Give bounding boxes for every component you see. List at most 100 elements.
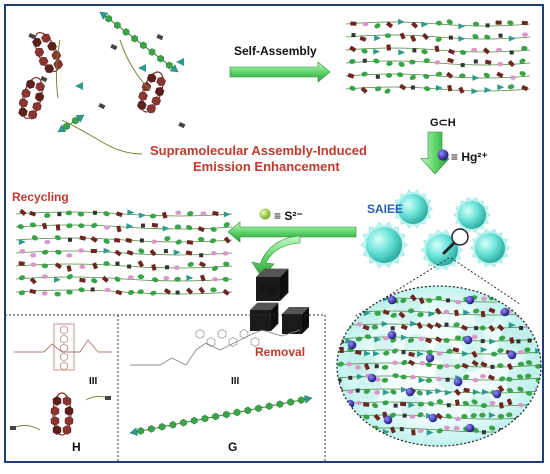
guest-unit: [91, 222, 98, 229]
guest-unit: [29, 222, 37, 228]
guest-unit: [390, 312, 397, 318]
host-benzene-ring: [51, 51, 62, 60]
guest-unit: [54, 235, 61, 241]
guest-benzene-ring: [206, 337, 216, 347]
assembly-chain: [15, 289, 233, 295]
host-unit: [488, 307, 496, 314]
host-unit: [101, 275, 109, 283]
cap-unit: [382, 389, 390, 396]
cap-unit: [463, 309, 471, 316]
cube-side: [280, 268, 289, 301]
host-chemical-structure: [14, 339, 112, 353]
cap-unit: [103, 247, 111, 254]
linker-unit: [79, 264, 86, 269]
aggregate-sphere: [426, 234, 458, 266]
guest-unit: [65, 210, 73, 216]
guest-unit: [521, 45, 528, 51]
linker-unit: [374, 390, 381, 395]
host-unit: [360, 86, 368, 94]
guest-hexagon: [169, 420, 177, 429]
cap-unit: [472, 389, 480, 396]
host-unit: [186, 240, 194, 245]
host-unit: [471, 350, 478, 358]
host-unit: [482, 47, 490, 55]
guest-unit: [472, 21, 480, 27]
guest-unit: [337, 361, 344, 367]
mercury-ion-icon: [437, 149, 449, 161]
spacer-unit: [460, 63, 465, 68]
guest-unit: [186, 224, 193, 231]
cap-unit: [162, 225, 170, 232]
cap-unit: [471, 88, 479, 95]
guest-unit: [210, 287, 217, 293]
host-unit: [461, 362, 469, 369]
guest-unit: [223, 261, 230, 267]
mercury-ion: [405, 387, 415, 397]
host-benzene-ring: [146, 104, 156, 114]
guest-unit: [355, 336, 363, 342]
saiee-label: SAIEE: [367, 202, 404, 216]
linker-unit: [453, 425, 460, 431]
guest-hexagon: [190, 416, 198, 425]
cap-unit: [374, 336, 382, 343]
cap-unit: [381, 320, 389, 327]
host-benzene-ring: [35, 82, 45, 92]
linker-unit: [409, 374, 416, 380]
guest-unit: [41, 263, 49, 269]
host-benzene-ring: [62, 425, 72, 435]
host-unit: [411, 429, 416, 436]
spacer-unit: [480, 339, 485, 344]
host-unit: [421, 32, 429, 41]
cap-unit: [508, 35, 516, 42]
removal-label: Removal: [255, 345, 306, 359]
cap-unit: [127, 209, 135, 216]
cap-unit: [400, 334, 408, 341]
spacer-unit: [445, 377, 450, 382]
cap-unit: [382, 428, 390, 435]
spacer-unit: [445, 298, 450, 303]
spacer-unit: [490, 364, 495, 369]
mercury-ion: [453, 377, 463, 387]
host-unit: [434, 45, 440, 53]
cap-unit: [356, 373, 364, 380]
guest-unit: [490, 351, 498, 357]
hgs-label: HgS: [261, 283, 283, 295]
spacer-unit: [127, 264, 132, 269]
spacer-unit: [481, 430, 486, 435]
guest-unit: [454, 364, 461, 370]
linker-unit: [443, 425, 450, 430]
assembly-chain: [15, 237, 233, 243]
host-unit: [363, 363, 370, 371]
guest-unit: [103, 261, 110, 266]
mercury-ion: [463, 335, 473, 345]
host-macrocycle: [50, 392, 74, 436]
guest-unit: [385, 73, 393, 78]
guest-unit: [472, 427, 479, 433]
guest-unit: [463, 374, 470, 380]
spacer-unit: [509, 50, 514, 55]
guest-unit: [164, 236, 171, 242]
spacer-unit: [412, 48, 417, 53]
guest-unit: [384, 33, 392, 39]
guest-unit: [54, 291, 61, 297]
host-unit: [408, 351, 415, 357]
cap-unit: [398, 49, 406, 56]
guest-unit: [445, 413, 452, 419]
guest-hexagon: [122, 28, 130, 36]
spacer-unit: [527, 338, 532, 343]
host-unit: [373, 413, 381, 422]
host-unit: [347, 72, 355, 79]
guest-unit: [361, 48, 368, 54]
guest-unit: [389, 412, 396, 418]
host-unit: [350, 21, 357, 26]
guest-unit: [461, 414, 468, 419]
host-unit: [29, 288, 37, 295]
host-unit: [55, 224, 61, 231]
guest-unit: [383, 350, 390, 356]
terminal-group: [10, 426, 16, 430]
linker-unit: [489, 400, 496, 406]
mercury-ion-label: ≡ Hg²⁺: [451, 150, 488, 164]
linker-unit: [355, 400, 362, 406]
cap-unit: [374, 35, 382, 42]
guest-unit: [499, 376, 506, 382]
